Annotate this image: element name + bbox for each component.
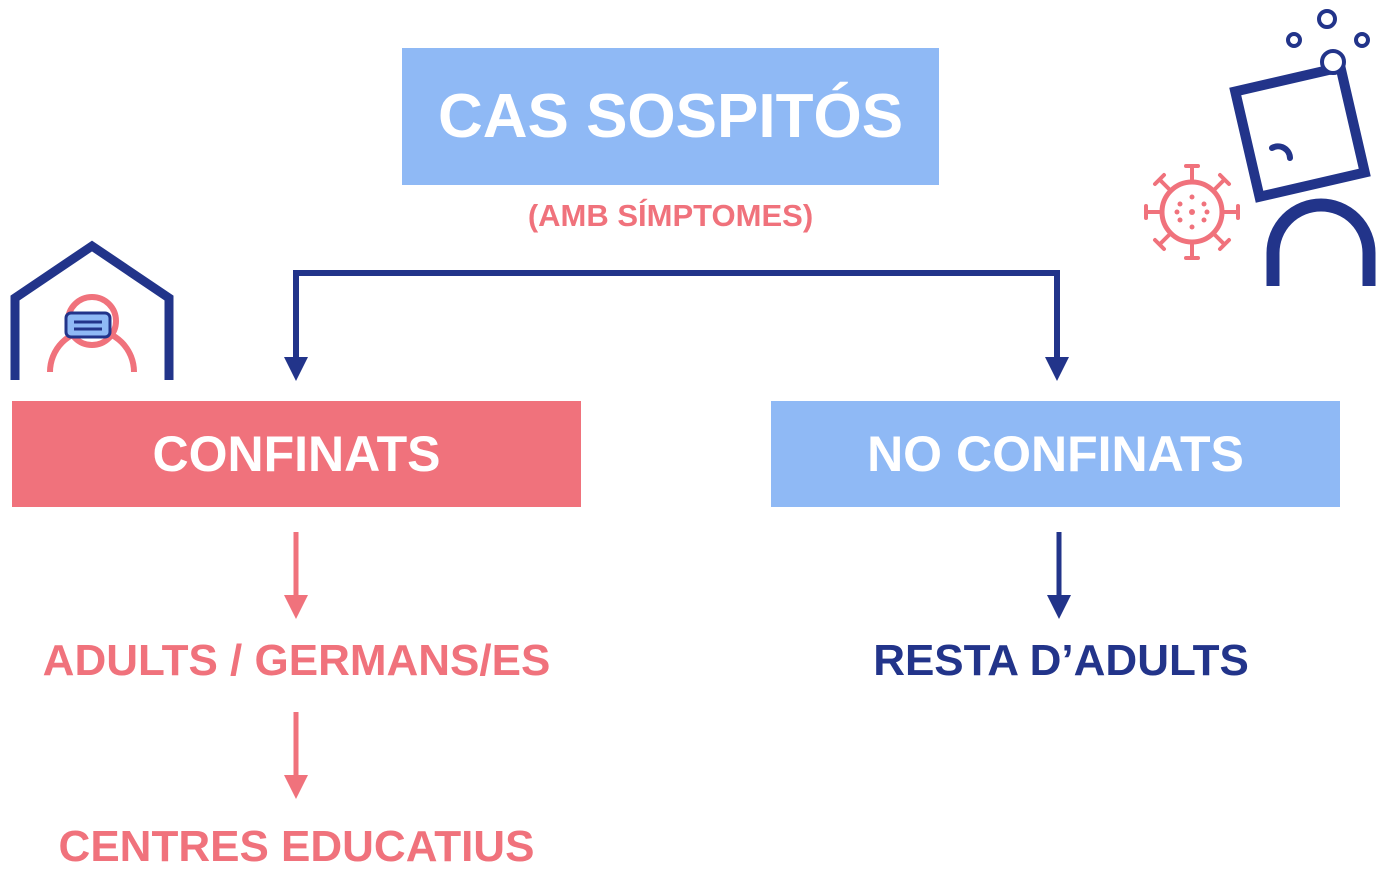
schools-label: CENTRES EDUCATIUS (58, 822, 535, 871)
person-thermometer-icon (1229, 9, 1376, 286)
not-confined-box: NO CONFINATS (771, 401, 1340, 507)
branch-connector (293, 270, 1060, 360)
other-adults-label: RESTA D’ADULTS (873, 636, 1249, 685)
suspected-case-title: CAS SOSPITÓS (437, 82, 904, 151)
adults-siblings-label: ADULTS / GERMANS/ES (42, 636, 551, 685)
not-confined-label: NO CONFINATS (867, 426, 1244, 482)
virus-icon (1144, 164, 1240, 260)
arrow-to-adults (284, 532, 308, 619)
arrow-to-resta (1047, 532, 1071, 619)
confined-box: CONFINATS (12, 401, 581, 507)
arrow-to-no-confinats (1045, 357, 1069, 381)
arrow-to-centres (284, 712, 308, 799)
arrow-to-confinats (284, 357, 308, 381)
symptoms-subtitle: (AMB SÍMPTOMES) (527, 198, 814, 233)
confined-label: CONFINATS (152, 426, 441, 482)
home-quarantine-icon (10, 240, 174, 380)
suspected-case-box: CAS SOSPITÓS (402, 48, 939, 185)
